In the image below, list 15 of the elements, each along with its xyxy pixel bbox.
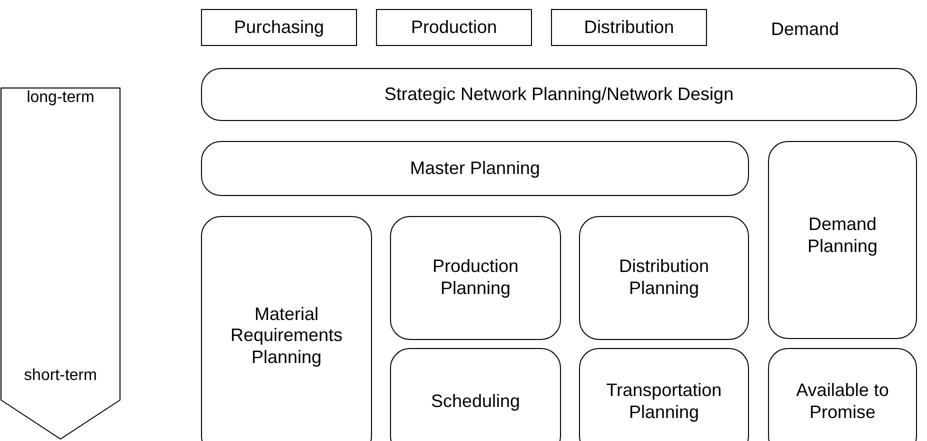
- column-header: Demand: [771, 18, 840, 40]
- planning-module: Distribution Planning: [579, 216, 749, 340]
- planning-module: Demand Planning: [768, 141, 917, 339]
- planning-module: Production Planning: [390, 216, 561, 340]
- column-header: Purchasing: [201, 9, 357, 46]
- planning-module: Available to Promise: [768, 348, 917, 441]
- planning-module: Master Planning: [201, 141, 749, 196]
- planning-module: Material Requirements Planning: [201, 216, 372, 441]
- planning-module: Strategic Network Planning/Network Design: [201, 68, 917, 121]
- column-header: Production: [376, 9, 532, 46]
- planning-module: Transportation Planning: [579, 348, 749, 441]
- column-header: Distribution: [551, 9, 707, 46]
- time-horizon-label: short-term: [23, 366, 98, 386]
- time-horizon-label: long-term: [26, 88, 96, 108]
- planning-module: Scheduling: [390, 348, 561, 441]
